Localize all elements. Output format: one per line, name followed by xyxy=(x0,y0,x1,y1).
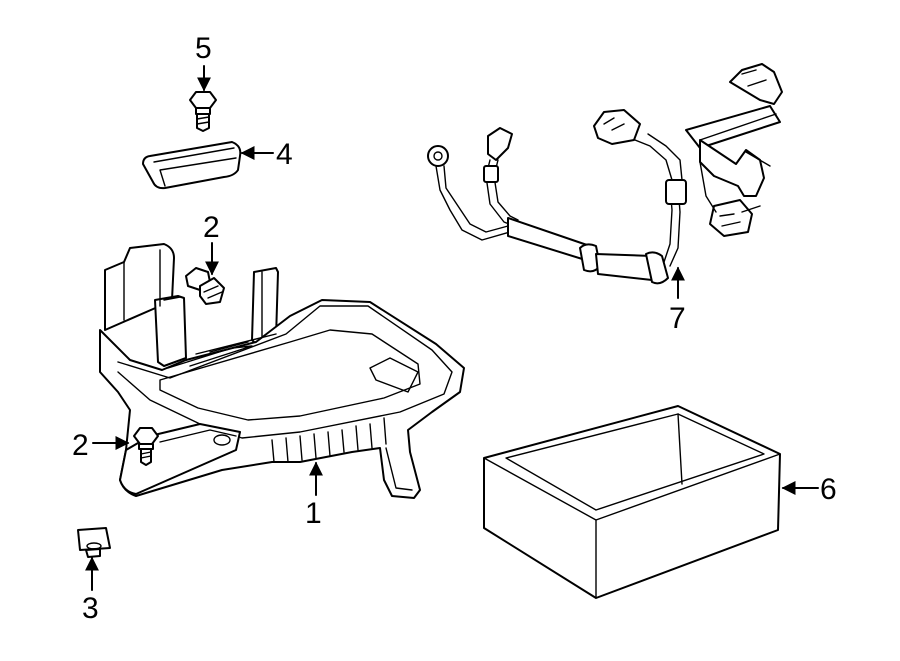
callout-2-lower: 2 xyxy=(72,429,89,462)
callout-4: 4 xyxy=(276,138,293,171)
callout-7: 7 xyxy=(669,302,686,335)
battery-box-part-6 xyxy=(483,405,781,599)
callout-3: 3 xyxy=(82,592,99,625)
callout-2-upper: 2 xyxy=(203,211,220,244)
callout-5: 5 xyxy=(195,32,212,65)
cable-harness-part-7 xyxy=(427,63,783,285)
callout-1: 1 xyxy=(305,497,322,530)
bolt-part-5 xyxy=(189,91,217,132)
battery-tray-part-1 xyxy=(99,243,465,499)
hold-down-clamp-part-4 xyxy=(142,141,242,190)
callout-6: 6 xyxy=(820,473,837,506)
nut-part-3 xyxy=(77,527,111,558)
bolt-part-2-lower xyxy=(133,427,159,466)
bolt-part-2-upper xyxy=(185,267,225,305)
